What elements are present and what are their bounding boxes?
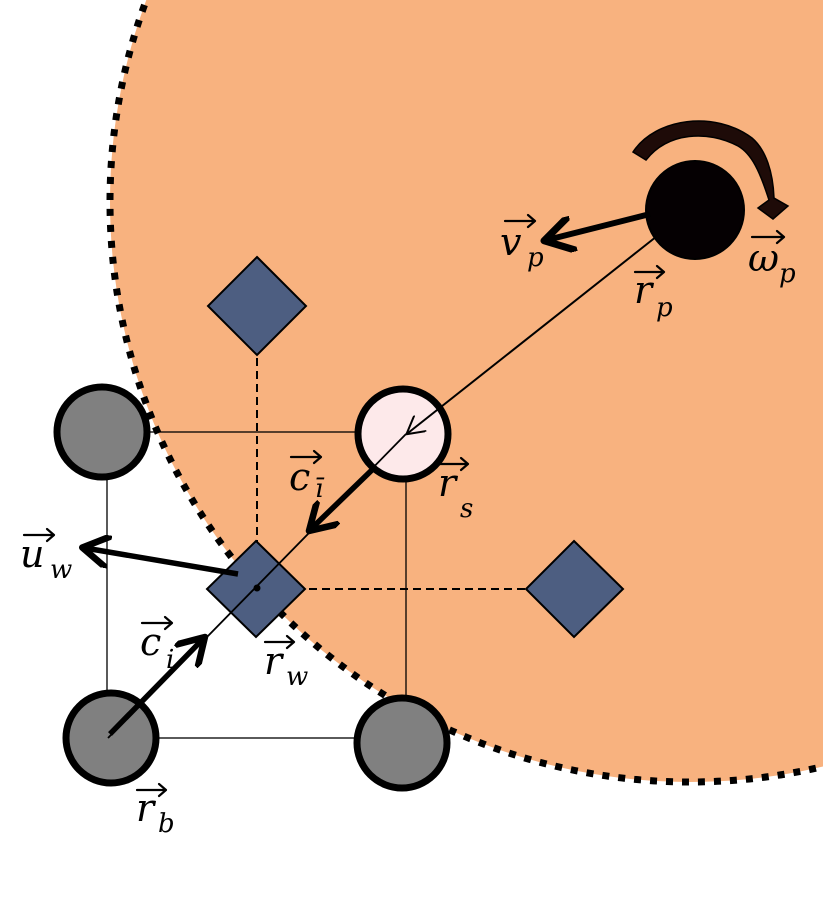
svg-text:ī: ī: [315, 474, 325, 504]
svg-text:p: p: [779, 259, 796, 289]
boundary-node-upper: [206, 255, 308, 357]
svg-text:v: v: [500, 220, 522, 264]
svg-text:i: i: [166, 645, 174, 675]
label-v-p: v p: [500, 213, 544, 273]
label-omega-p: ω p: [748, 229, 796, 289]
svg-text:p: p: [656, 293, 673, 323]
surface-node: [354, 385, 452, 483]
solid-node-bottom-left: [62, 689, 160, 787]
svg-text:c: c: [289, 455, 310, 499]
c-ibar-arrow: [311, 466, 376, 529]
solid-node-bottom-right: [353, 694, 451, 792]
label-u-w: u w: [20, 527, 72, 585]
svg-text:r: r: [438, 461, 459, 505]
boundary-node-right: [524, 539, 625, 639]
c-i-arrow: [108, 639, 203, 736]
svg-text:u: u: [20, 532, 44, 576]
svg-text:r: r: [634, 268, 655, 312]
svg-text:ω: ω: [748, 236, 779, 280]
label-r-s: r s: [437, 456, 473, 524]
label-r-b: r b: [135, 782, 175, 839]
particle-center: [645, 160, 745, 260]
svg-text:r: r: [264, 639, 285, 683]
svg-text:b: b: [158, 809, 175, 839]
wall-node-center: [253, 584, 261, 592]
u-w-arrow: [85, 548, 239, 577]
label-r-w: r w: [263, 634, 308, 692]
lattice-cell: [106, 431, 407, 739]
svg-text:c: c: [140, 620, 161, 664]
solid-node-top-left: [53, 383, 151, 481]
svg-text:r: r: [136, 786, 157, 830]
label-r-p: r p: [633, 264, 673, 323]
particle-disc: [110, 0, 823, 782]
label-c-ibar: c ī: [289, 449, 325, 504]
svg-text:w: w: [286, 662, 308, 692]
v-p-arrow: [547, 211, 651, 240]
label-c-i: c i: [140, 615, 174, 675]
rotation-arrow: [631, 120, 790, 220]
svg-text:w: w: [50, 555, 72, 585]
svg-text:p: p: [527, 243, 544, 273]
position-line: [408, 209, 691, 433]
svg-text:s: s: [460, 494, 473, 524]
